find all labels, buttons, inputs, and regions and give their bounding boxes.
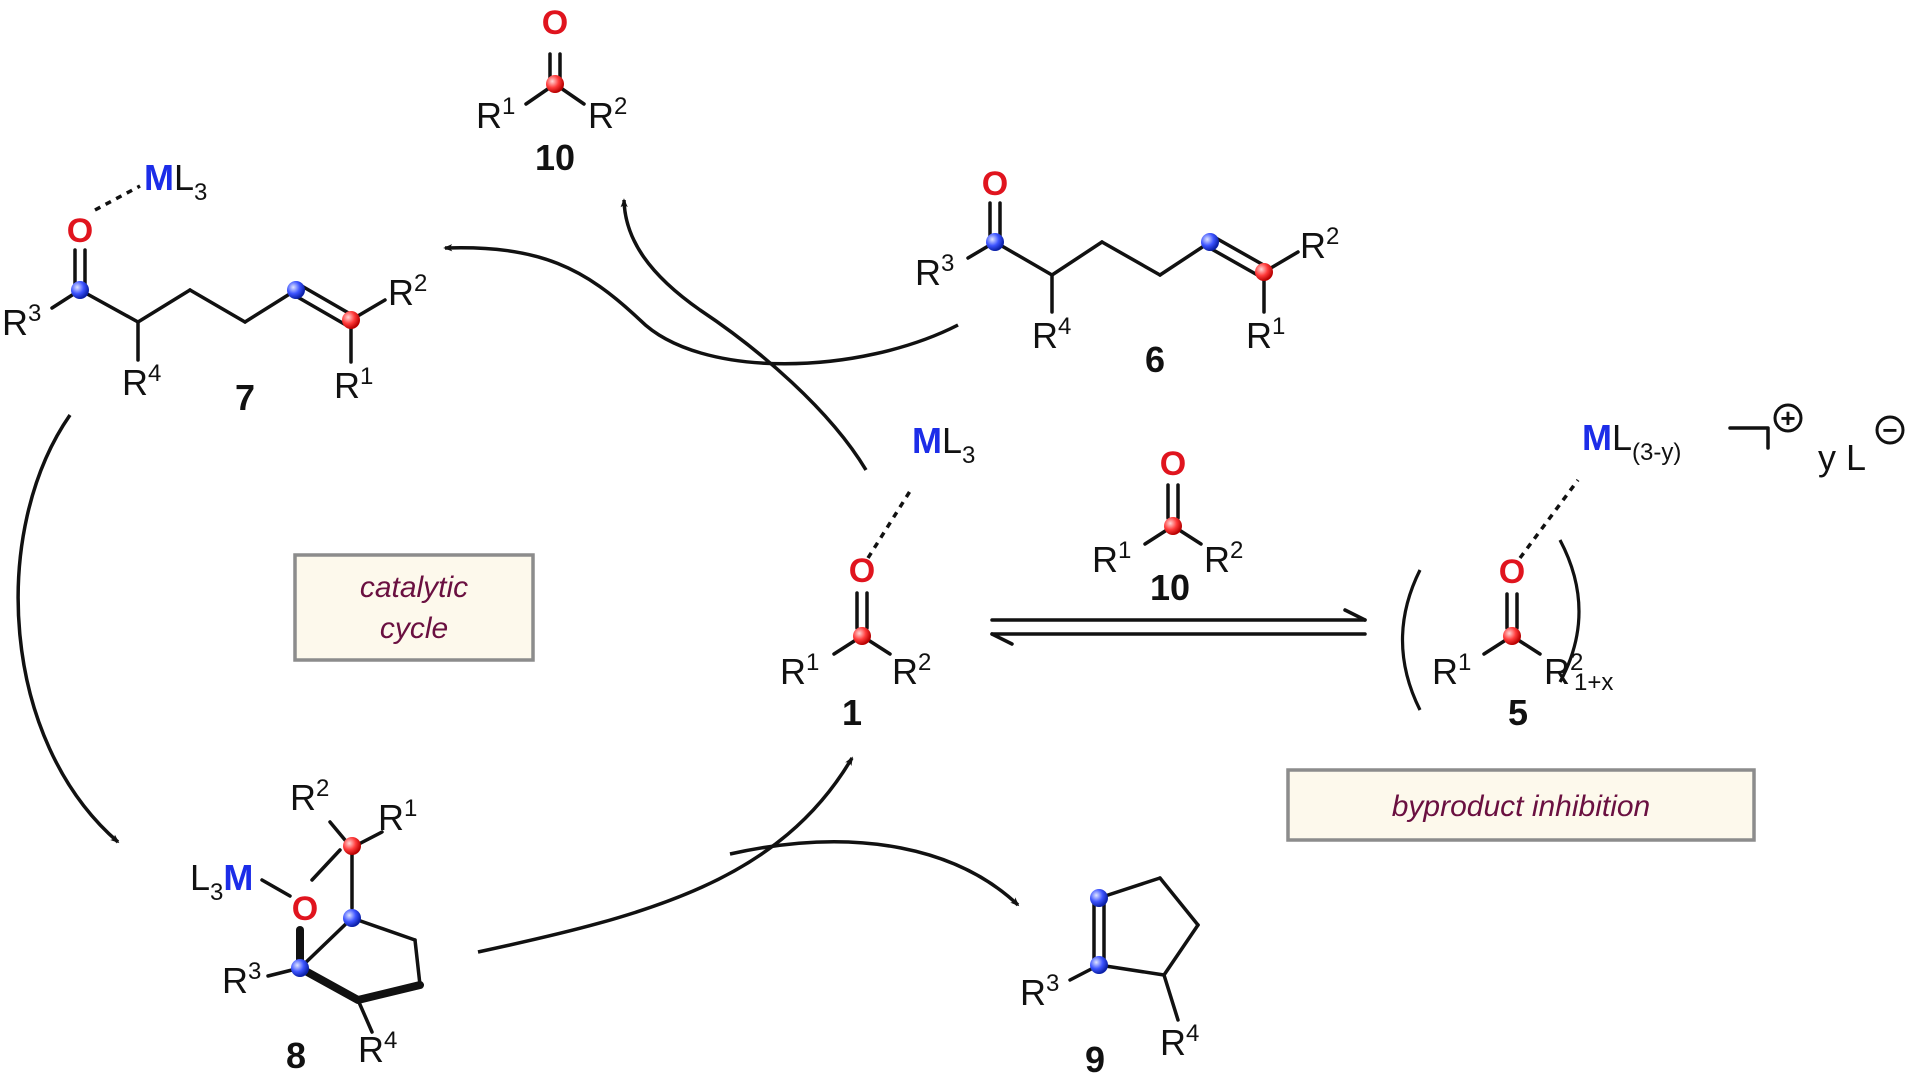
compound-number-9: 9 <box>1085 1039 1105 1080</box>
compound-8: R2 R1 L3M O R3 R4 8 <box>190 775 424 1076</box>
compound-6: O R3 R4 R2 R1 6 <box>915 165 1339 380</box>
carbonyl-carbon-atom <box>986 233 1004 251</box>
stoichiometry-subscript: 1+x <box>1574 669 1613 696</box>
compound-number-6: 6 <box>1145 339 1165 380</box>
compound-1: ML3 O R1 R2 1 <box>780 420 975 733</box>
charge-bracket <box>1728 426 1770 450</box>
r2-substituent: R2 <box>1544 649 1583 692</box>
r1-substituent: R1 <box>1246 313 1285 356</box>
compound-9: R3 R4 9 <box>1020 876 1200 1080</box>
r1-substituent: R1 <box>1092 537 1131 580</box>
r4-substituent: R4 <box>122 360 161 403</box>
alkene-carbon-atom <box>287 281 305 299</box>
oxygen-label: O <box>292 890 318 928</box>
catalytic-cycle-box: catalytic cycle <box>293 553 535 662</box>
r2-substituent: R2 <box>290 775 329 818</box>
counterion-label: y L <box>1818 437 1866 478</box>
carbonyl-carbon-atom <box>1164 517 1182 535</box>
compound-number-8: 8 <box>286 1035 306 1076</box>
compound-5: ML(3-y) O R1 R2 1+x 5 + y L − <box>1401 403 1905 733</box>
r2-substituent: R2 <box>1300 223 1339 266</box>
arrow-7-to-8 <box>16 414 120 844</box>
byproduct-inhibition-label: byproduct inhibition <box>1392 790 1651 823</box>
carbonyl-carbon-atom <box>343 837 361 855</box>
ring-carbon-atom <box>1090 956 1108 974</box>
r2-substituent: R2 <box>1204 537 1243 580</box>
plus-charge: + <box>1780 403 1795 433</box>
ring-carbon-atom <box>343 909 361 927</box>
compound-number-5: 5 <box>1508 692 1528 733</box>
r1-substituent: R1 <box>378 795 417 838</box>
r1-substituent: R1 <box>334 363 373 406</box>
r1-substituent: R1 <box>476 93 515 136</box>
metal-ligand-label: ML(3-y) <box>1582 417 1681 466</box>
catalytic-cycle-label: cycle <box>380 612 448 645</box>
compound-number-1: 1 <box>842 692 862 733</box>
compound-10-equilibrium: O R1 R2 10 <box>1092 445 1243 608</box>
oxygen-label: O <box>67 212 93 250</box>
equilibrium-arrows <box>990 608 1367 646</box>
compound-10-top: O R1 R2 10 <box>476 4 627 178</box>
oxygen-label: O <box>542 4 568 42</box>
r3-substituent: R3 <box>222 958 261 1001</box>
oxygen-label: O <box>1499 553 1525 591</box>
arrow-6-to-7 <box>443 244 959 366</box>
oxygen-label: O <box>1160 445 1186 483</box>
r3-substituent: R3 <box>2 300 41 343</box>
compound-number-10-equilibrium: 10 <box>1150 567 1190 608</box>
r3-substituent: R3 <box>1020 970 1059 1013</box>
oxygen-label: O <box>982 165 1008 203</box>
r2-substituent: R2 <box>892 649 931 692</box>
alkene-carbon-atom <box>1255 263 1273 281</box>
r3-substituent: R3 <box>915 250 954 293</box>
oxygen-label: O <box>849 552 875 590</box>
carbonyl-carbon-atom <box>853 627 871 645</box>
catalytic-cycle-label: catalytic <box>360 571 468 604</box>
alkene-carbon-atom <box>1201 233 1219 251</box>
compound-7: ML3 O R3 R4 R2 R1 7 <box>2 157 427 418</box>
r4-substituent: R4 <box>358 1027 397 1070</box>
r1-substituent: R1 <box>1432 649 1471 692</box>
alkene-carbon-atom <box>342 311 360 329</box>
minus-charge-circle <box>1875 415 1905 445</box>
carbonyl-carbon-atom <box>71 281 89 299</box>
arrow-1-to-10 <box>620 198 868 471</box>
byproduct-inhibition-box: byproduct inhibition <box>1286 768 1756 842</box>
ring-carbon-atom <box>291 959 309 977</box>
metal-ligand-label: ML3 <box>912 420 975 469</box>
metal-ligand-label: L3M <box>190 857 253 906</box>
compound-number-10-top: 10 <box>535 137 575 178</box>
r1-substituent: R1 <box>780 649 819 692</box>
metal-ligand-label: ML3 <box>144 157 207 206</box>
carbonyl-carbon-atom <box>1503 627 1521 645</box>
arrow-to-9 <box>729 840 1020 907</box>
minus-charge: − <box>1882 415 1897 445</box>
compound-number-7: 7 <box>235 377 255 418</box>
r2-substituent: R2 <box>588 93 627 136</box>
arrow-8-to-1 <box>477 756 854 954</box>
r4-substituent: R4 <box>1032 313 1071 356</box>
carbonyl-carbon-atom <box>546 75 564 93</box>
r2-substituent: R2 <box>388 270 427 313</box>
r4-substituent: R4 <box>1160 1020 1199 1063</box>
ring-carbon-atom <box>1090 889 1108 907</box>
plus-charge-circle <box>1773 403 1803 433</box>
